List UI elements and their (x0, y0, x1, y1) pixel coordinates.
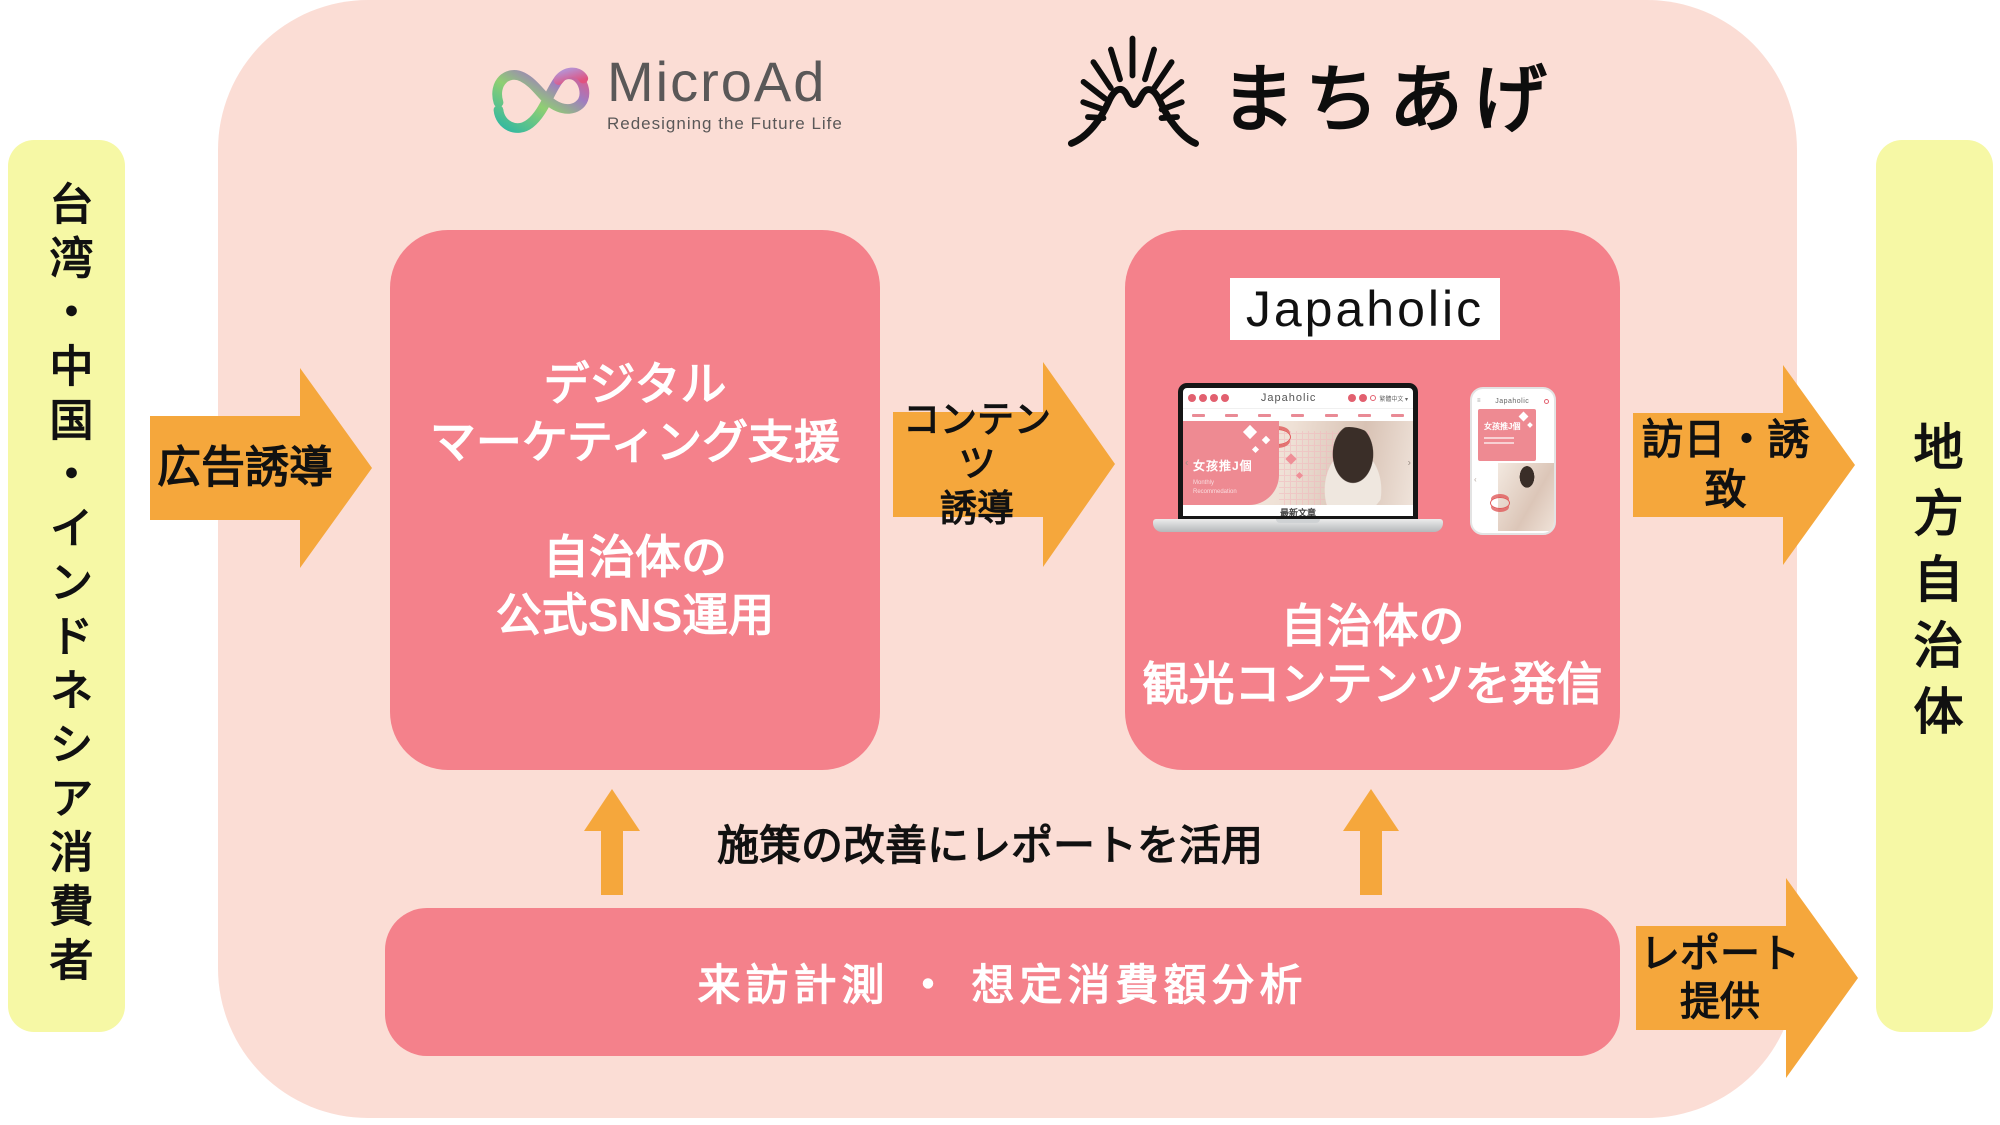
arrow-report-line1: レポート (1640, 932, 1800, 976)
phone-mockup: ≡ Japaholic 女孩推J個 ‹ (1470, 387, 1556, 535)
carousel-next-icon: › (1407, 457, 1411, 469)
analytics-bar-label: 来訪計測 ・ 想定消費額分析 (697, 962, 1308, 1010)
japaholic-media-box: Japaholic Japaholic 繁體中文 ▾ (1125, 230, 1620, 770)
japaholic-nav-bar (1183, 408, 1413, 421)
sparkle-icon (1251, 445, 1260, 454)
digital-marketing-line1: デジタル (543, 358, 727, 410)
microad-logo: MicroAd Redesigning the Future Life (488, 44, 988, 144)
instagram-icon (1199, 394, 1207, 402)
hero-pink-panel: 女孩推J個 Monthly Recommedation (1183, 421, 1279, 505)
target-municipality-box: 地方自治体 (1876, 140, 1993, 1032)
facebook-icon (1188, 394, 1196, 402)
bookmark-icon (1359, 394, 1368, 402)
media-box-caption: 自治体の 観光コンテンツを発信 (1125, 598, 1620, 713)
media-caption-line2: 観光コンテンツを発信 (1142, 657, 1603, 710)
search-icon (1370, 395, 1377, 401)
machiage-sunrise-mountain-icon (1050, 25, 1215, 162)
carousel-prev-icon: ‹ (1185, 457, 1189, 469)
japaholic-site-header: Japaholic 繁體中文 ▾ (1183, 388, 1413, 408)
nav-item-placeholder (1225, 413, 1239, 417)
right-arrow-icon (150, 368, 372, 568)
arrow-report-line2: 提供 (1680, 980, 1760, 1024)
right-arrow-icon (893, 362, 1115, 567)
nav-item-placeholder (1192, 413, 1205, 417)
nav-item-placeholder (1357, 413, 1371, 417)
media-caption-line1: 自治体の (1280, 600, 1465, 652)
microad-wordmark: MicroAd (607, 50, 827, 113)
japaholic-wordmark: Japaholic (1245, 281, 1485, 337)
analytics-bar: 来訪計測 ・ 想定消費額分析 (385, 908, 1620, 1056)
arrow-ad-guidance: 広告誘導 (150, 368, 372, 568)
line-icon (1210, 394, 1218, 402)
phone-model-photo (1490, 463, 1554, 531)
search-icon (1544, 398, 1549, 404)
machiage-logo: まちあげ (1050, 28, 1570, 158)
arrow-report-delivery-label: レポート 提供 (1636, 878, 1804, 1078)
arrow-report-delivery: レポート 提供 (1636, 878, 1858, 1078)
nav-item-placeholder (1291, 413, 1305, 417)
right-arrow-icon (1633, 365, 1855, 565)
sparkle-icon (1242, 424, 1258, 440)
laptop-mockup-screen: Japaholic 繁體中文 ▾ (1178, 383, 1418, 519)
nav-item-placeholder (1390, 413, 1404, 417)
japaholic-hero-carousel: 女孩推J個 Monthly Recommedation ‹ › (1183, 421, 1413, 505)
arrow-content-line1: コンテンツ (903, 398, 1051, 485)
digital-marketing-text: デジタル マーケティング支援 (430, 356, 840, 471)
sparkle-icon (1527, 422, 1533, 428)
target-municipality-label: 地方自治体 (1906, 421, 1963, 751)
scribble-ellipse-decoration (1490, 497, 1510, 509)
hero-model-photo (1309, 427, 1389, 505)
official-sns-text: 自治体の 公式SNS運用 (496, 529, 775, 644)
profile-icon (1348, 394, 1357, 402)
japaholic-site-brand: Japaholic (1260, 392, 1317, 404)
feedback-up-arrow-left (584, 789, 640, 895)
feedback-note: 施策の改善にレポートを活用 (716, 822, 1263, 869)
nav-item-placeholder (1258, 413, 1272, 417)
phone-photo-figure (1512, 465, 1542, 499)
menu-icon: ≡ (1477, 398, 1481, 404)
digital-marketing-box: デジタル マーケティング支援 自治体の 公式SNS運用 (390, 230, 880, 770)
source-audience-box: 台湾・中国・インドネシア消費者 (8, 140, 125, 1032)
phone-site-header: ≡ Japaholic (1472, 389, 1554, 409)
hero-subtitle-line2: Recommedation (1193, 489, 1237, 495)
japaholic-logo-banner: Japaholic (1230, 278, 1500, 340)
sparkle-icon (1261, 435, 1271, 445)
source-audience-label: 台湾・中国・インドネシア消費者 (42, 181, 92, 991)
hero-subtitle-line1: Monthly (1193, 480, 1215, 486)
sparkle-icon (1518, 411, 1529, 422)
official-sns-line2: 公式SNS運用 (495, 588, 775, 641)
up-arrow-icon (584, 789, 640, 895)
laptop-notch (1276, 519, 1320, 523)
arrow-ad-guidance-label: 広告誘導 (157, 442, 333, 492)
arrow-content-guidance-label: コンテンツ 誘導 (893, 362, 1061, 567)
digital-marketing-line2: マーケティング支援 (429, 415, 841, 468)
microad-tagline: Redesigning the Future Life (607, 114, 843, 133)
official-sns-line1: 自治体の (543, 531, 727, 583)
machiage-wordmark: まちあげ (1221, 57, 1557, 141)
laptop-base (1153, 519, 1443, 532)
youtube-icon (1221, 394, 1229, 402)
arrow-content-line2: 誘導 (940, 487, 1014, 529)
hero-subtitle: Monthly Recommedation (1193, 479, 1237, 497)
hero-title: 女孩推J個 (1193, 459, 1253, 473)
up-arrow-icon (1343, 789, 1399, 895)
latest-articles-link: 最新文章 (1183, 505, 1413, 516)
carousel-prev-icon: ‹ (1474, 475, 1477, 484)
arrow-visit-japan: 訪日・誘致 (1633, 365, 1855, 565)
phone-hero-subtitle-bars (1484, 437, 1514, 439)
feedback-up-arrow-right (1343, 789, 1399, 895)
phone-hero-title: 女孩推J個 (1484, 422, 1521, 431)
arrow-visit-japan-label: 訪日・誘致 (1641, 415, 1810, 513)
nav-item-placeholder (1324, 413, 1338, 417)
arrow-content-guidance: コンテンツ 誘導 (893, 362, 1115, 567)
phone-site-brand: Japaholic (1495, 397, 1530, 405)
microad-infinity-icon (488, 44, 593, 145)
language-selector: 繁體中文 ▾ (1379, 396, 1408, 403)
right-arrow-icon (1636, 878, 1858, 1078)
phone-hero-card: 女孩推J個 (1478, 409, 1536, 461)
